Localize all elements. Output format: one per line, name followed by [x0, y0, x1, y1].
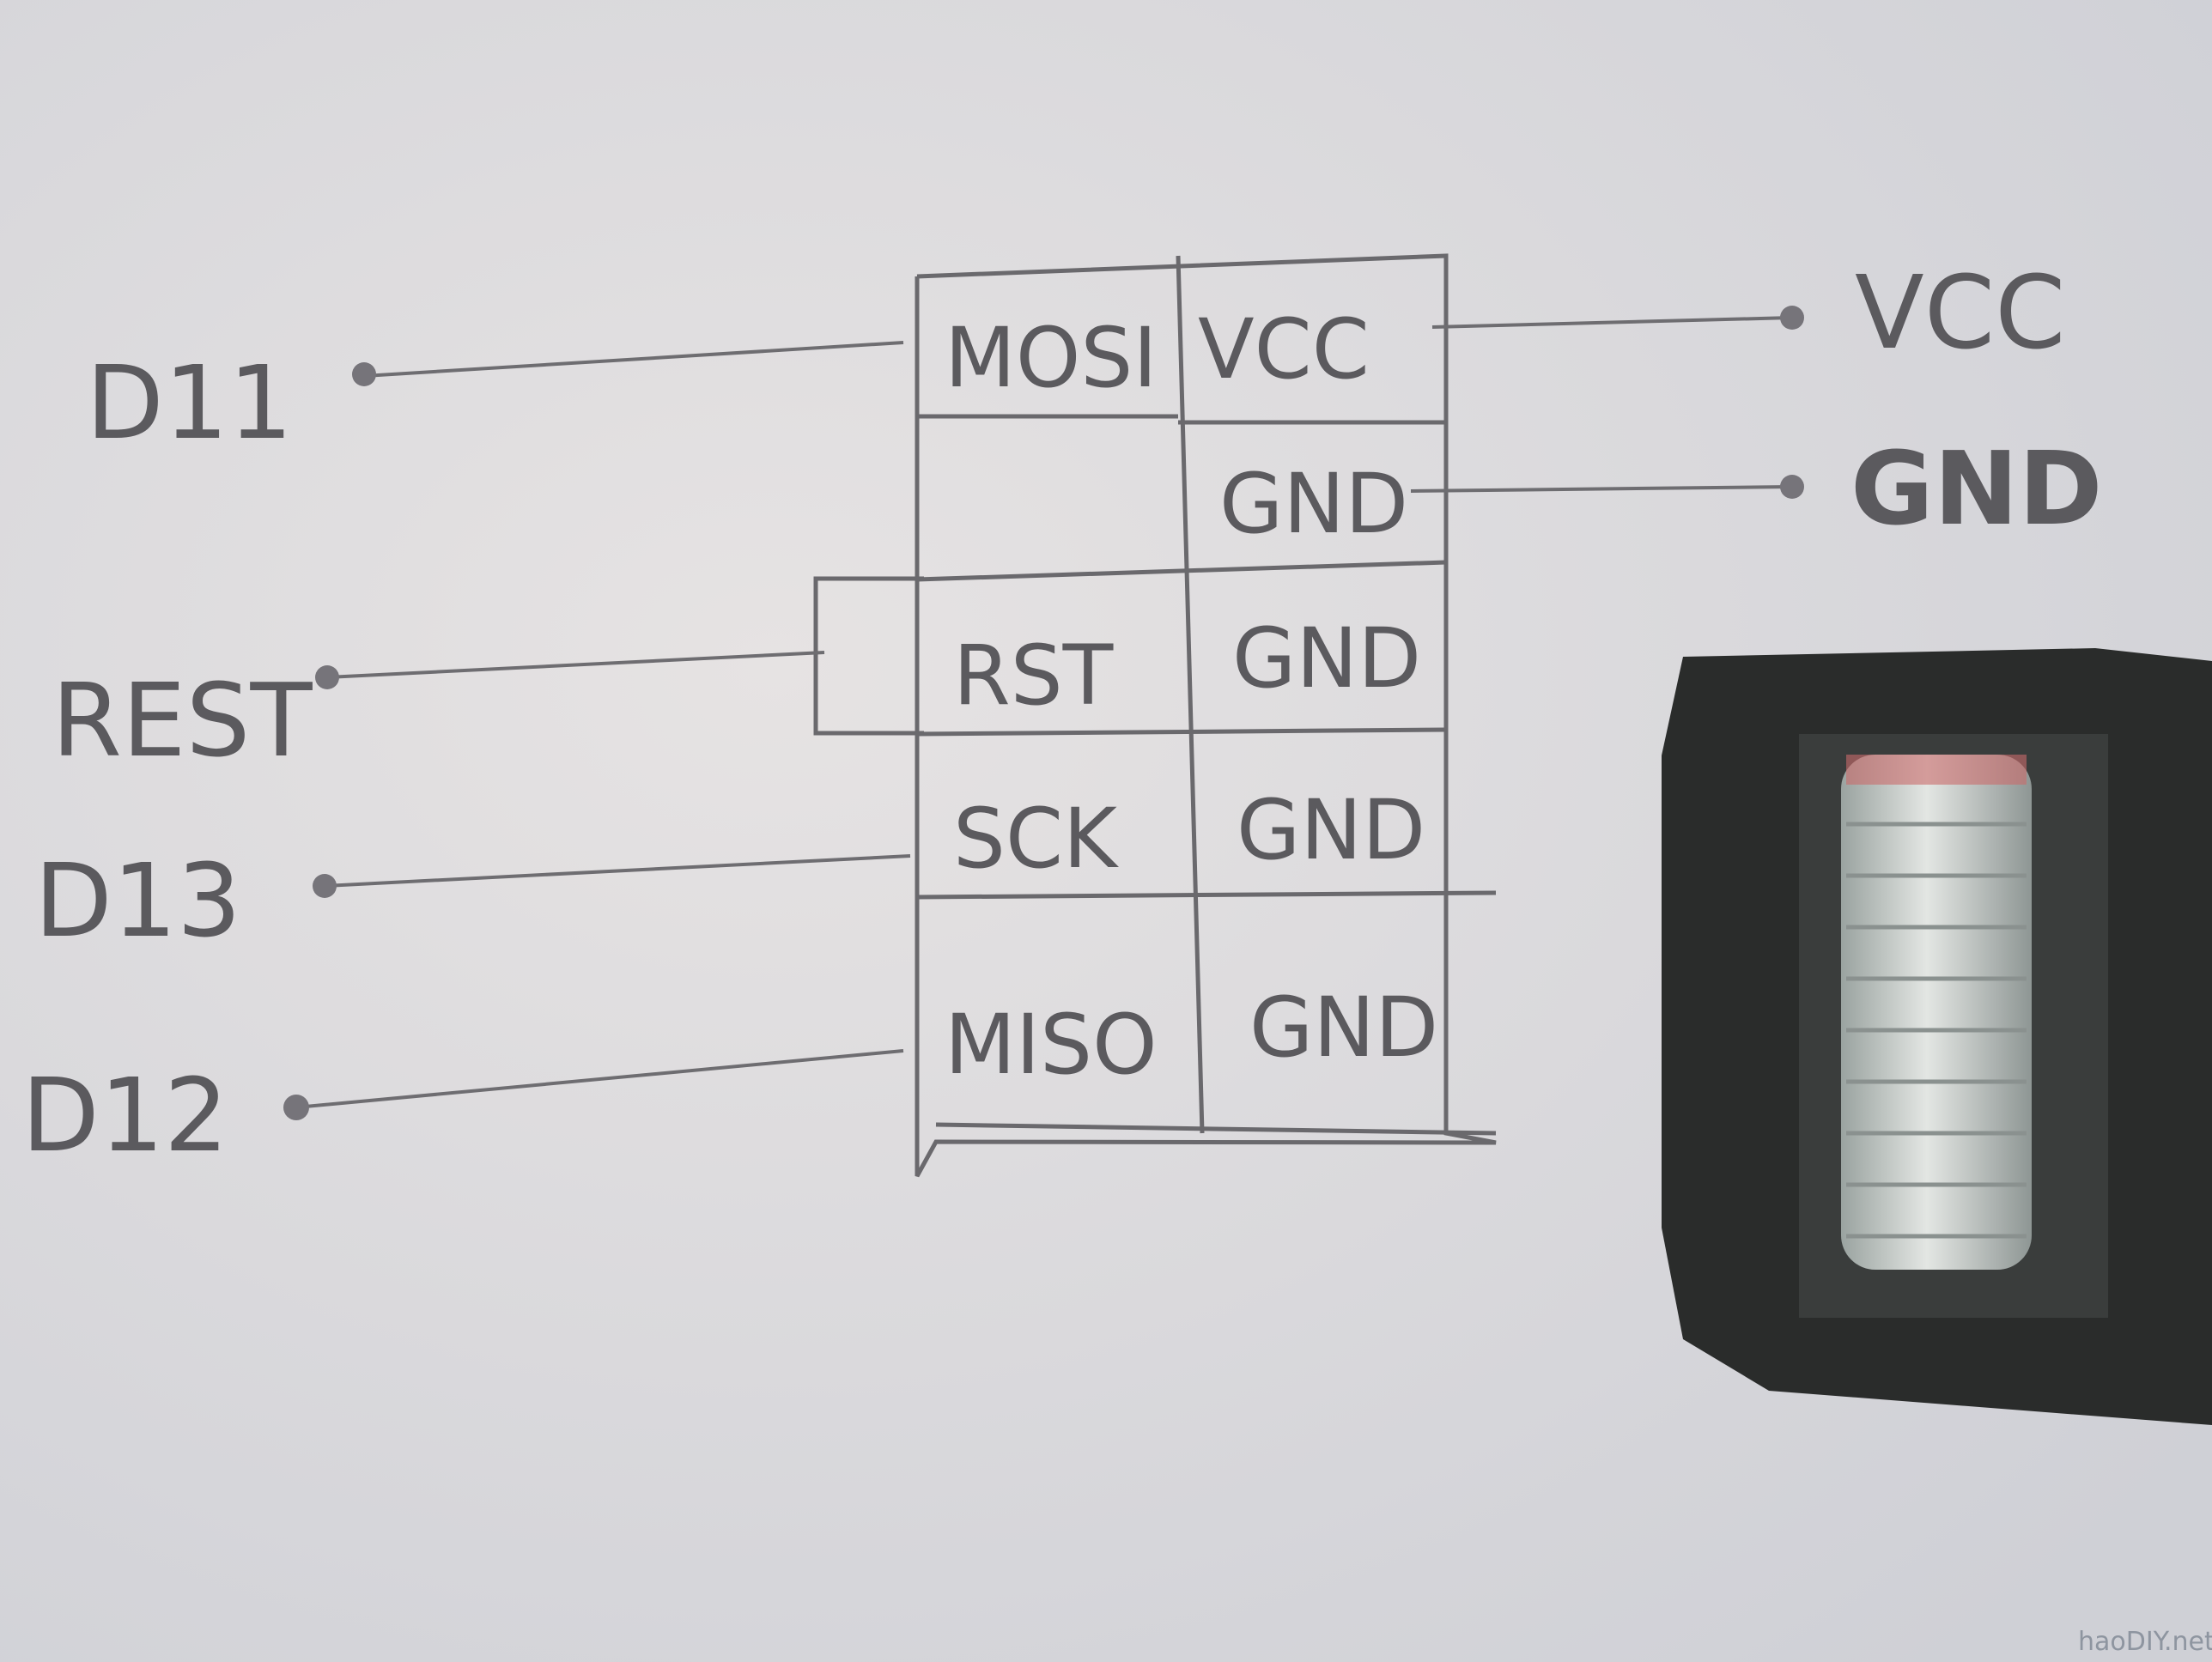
cell-gnd-2: GND [1232, 610, 1421, 707]
pin-dot-rest [315, 665, 339, 689]
wire-rest [326, 651, 825, 679]
wire-d13 [324, 854, 911, 888]
cell-miso: MISO [945, 997, 1158, 1093]
cell-gnd-3: GND [1237, 782, 1425, 878]
wire-gnd [1410, 485, 1793, 493]
pin-dot-d13 [313, 874, 337, 898]
pin-dot-vcc [1780, 306, 1804, 330]
camera-clip-object [1662, 648, 2212, 1425]
label-d11: D11 [86, 343, 293, 462]
watermark: haoDIY.net [2078, 1627, 2212, 1657]
wire-d12 [295, 1049, 904, 1109]
pin-dot-d11 [352, 362, 376, 386]
pin-dot-gnd [1780, 475, 1804, 499]
pin-dot-d12 [283, 1095, 309, 1120]
cell-vcc: VCC [1198, 301, 1370, 397]
cell-gnd-1: GND [1219, 456, 1408, 552]
label-vcc: VCC [1855, 253, 2066, 372]
cell-mosi: MOSI [945, 310, 1158, 406]
label-d13: D13 [34, 841, 241, 960]
cell-rst: RST [953, 628, 1114, 724]
wire-vcc [1431, 316, 1793, 329]
header-box [915, 253, 1497, 1178]
wire-d11 [363, 341, 904, 378]
label-rest: REST [52, 661, 313, 779]
rst-bracket [813, 576, 924, 736]
cell-sck: SCK [953, 791, 1119, 887]
label-gnd: GND [1850, 429, 2103, 548]
cell-gnd-4: GND [1249, 980, 1438, 1076]
label-d12: D12 [21, 1056, 228, 1174]
